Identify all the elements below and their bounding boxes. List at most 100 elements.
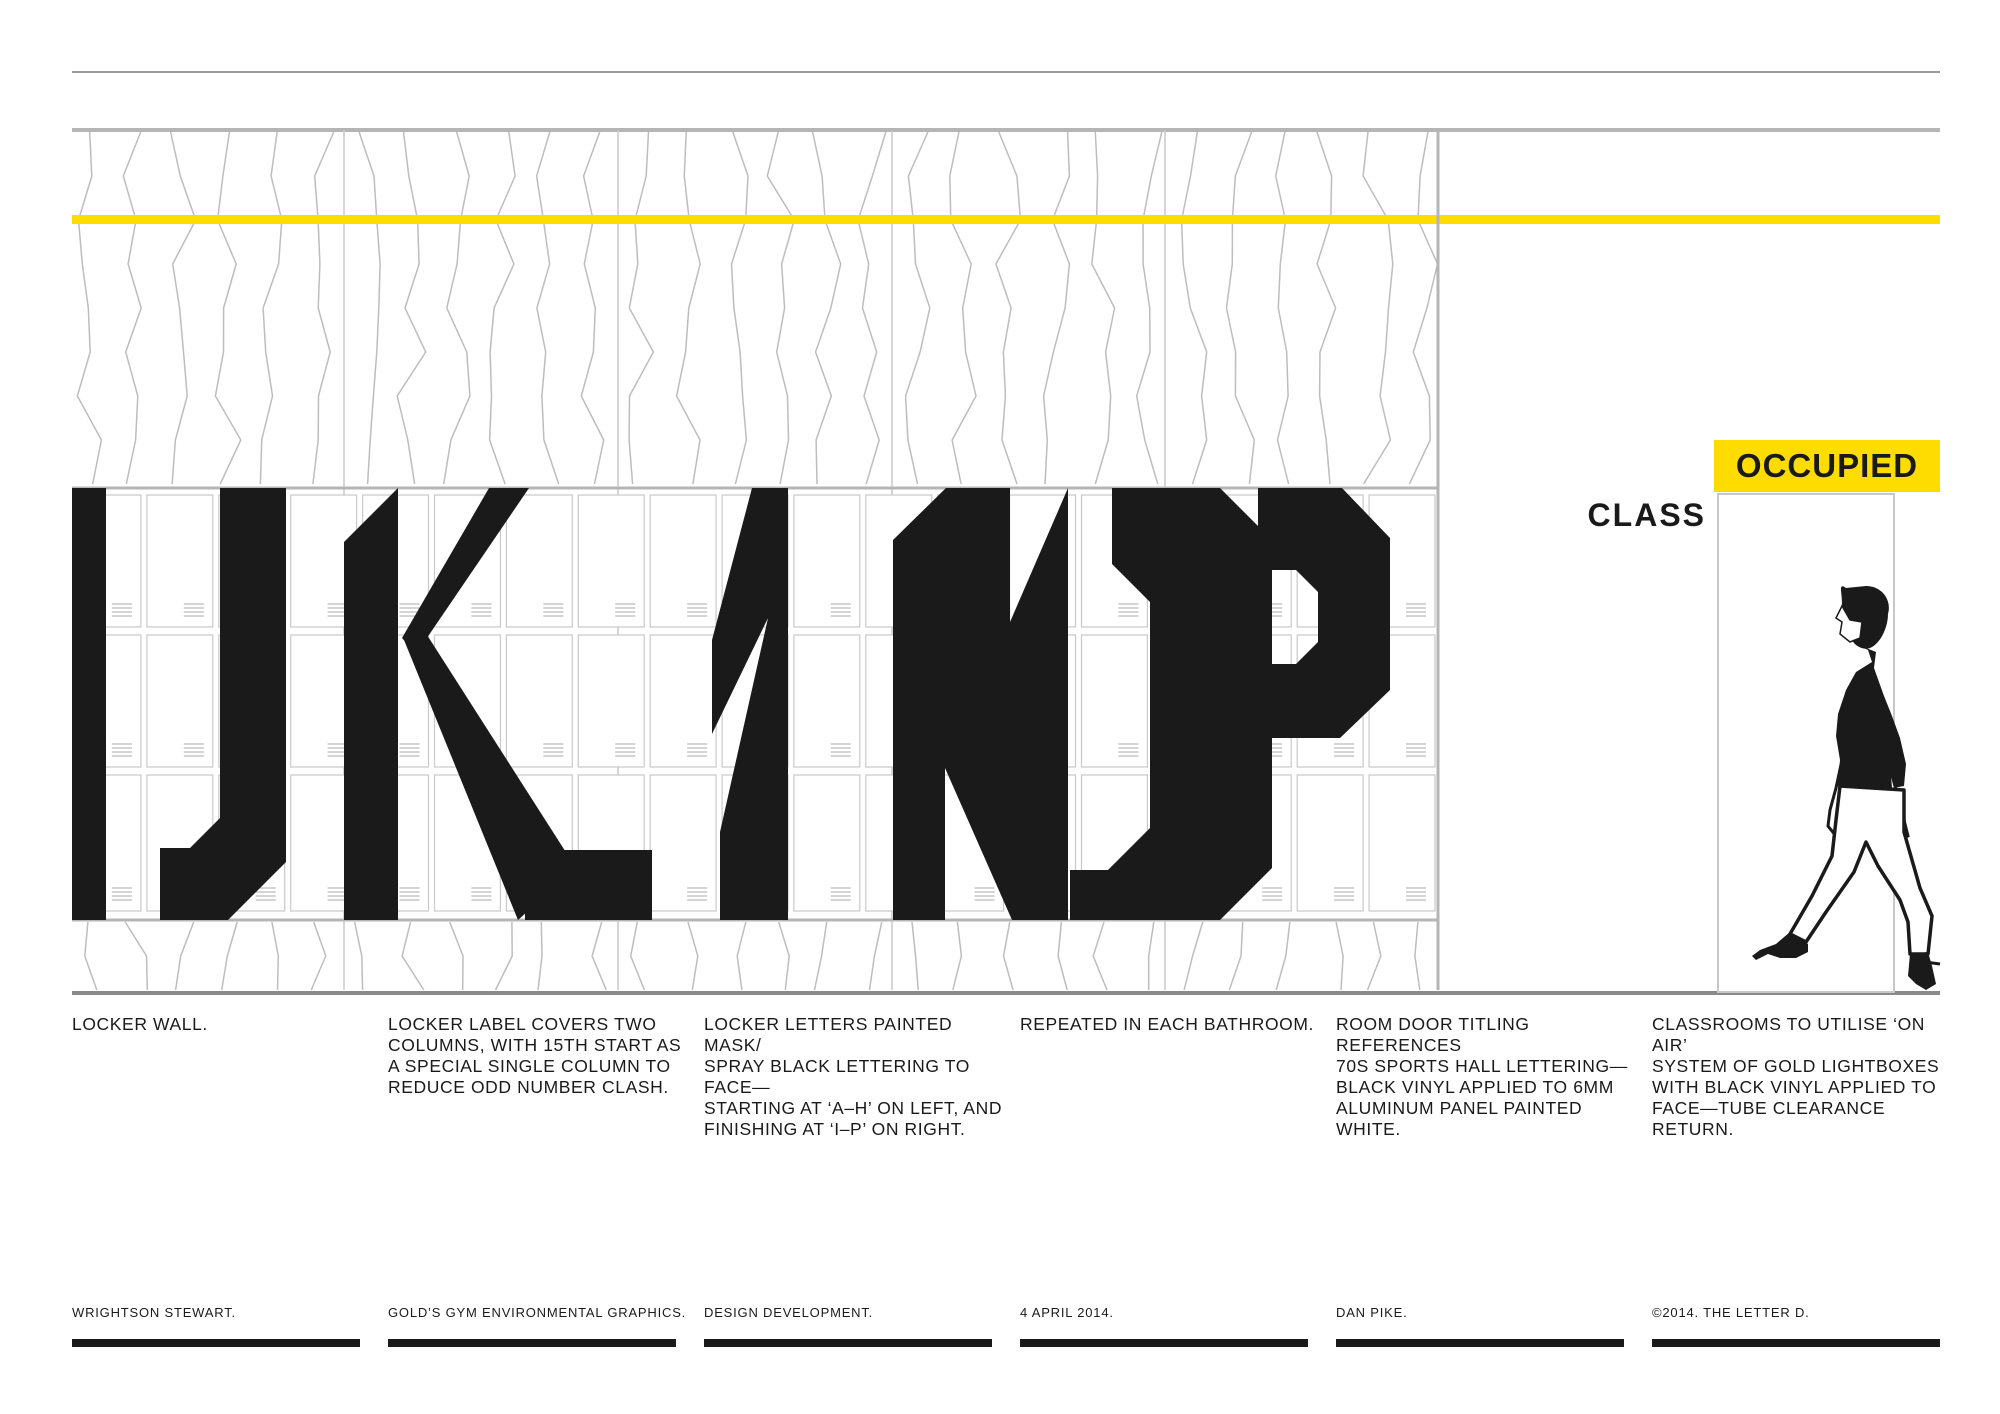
note-repeated: REPEATED IN EACH BATHROOM. (1020, 1014, 1315, 1034)
zigzag-line (124, 921, 149, 991)
zigzag-line (766, 131, 796, 485)
zigzag-line (904, 131, 931, 485)
locker-door (577, 634, 645, 768)
note-locker-label: LOCKER LABEL COVERS TWO COLUMNS, WITH 15… (388, 1014, 682, 1097)
footer-bar (388, 1339, 676, 1347)
zigzag-line (687, 921, 699, 991)
zigzag-line (537, 921, 543, 991)
note-locker-wall: LOCKER WALL. (72, 1014, 208, 1034)
zigzag-line (813, 921, 828, 991)
zigzag-line (1091, 131, 1116, 485)
person-figure (1752, 586, 1941, 990)
zigzag-line (1274, 131, 1290, 485)
zigzag-line (777, 921, 790, 991)
zigzag-line (220, 921, 238, 991)
zigzag-line (1228, 921, 1244, 991)
letter-n (893, 488, 1068, 920)
letter-k-arm (402, 488, 529, 654)
zigzag-line (736, 921, 747, 991)
zigzag-line (1147, 921, 1155, 990)
zigzag-line (952, 921, 963, 991)
letter-k-leg (404, 624, 576, 920)
zigzag-line (1092, 921, 1108, 991)
zigzag-line (1057, 921, 1068, 991)
zigzag-line (122, 131, 142, 485)
zigzag-line (494, 921, 513, 991)
zigzag-line (169, 131, 197, 485)
zigzag-line (1316, 131, 1337, 485)
letter-p (1258, 488, 1390, 738)
locker-door (793, 634, 861, 768)
zigzag-line (1362, 131, 1394, 485)
letter-i (72, 488, 106, 920)
zigzag-line (442, 131, 471, 485)
locker-letters-stencil (72, 488, 1390, 920)
zigzag-line (535, 131, 560, 485)
zigzag-line (358, 131, 381, 485)
zigzag-line (868, 921, 883, 991)
zigzag-line (949, 131, 977, 485)
zigzag-line (449, 921, 464, 991)
footer-bar (1652, 1339, 1940, 1347)
zigzag-line (1366, 921, 1382, 991)
footer-stage: DESIGN DEVELOPMENT. (704, 1305, 874, 1320)
footer-copyright: ©2014. THE LETTER D. (1652, 1305, 1810, 1320)
note-room-door-titling: ROOM DOOR TITLING REFERENCES 70S SPORTS … (1336, 1014, 1628, 1139)
zigzag-line (259, 131, 283, 485)
zigzag-line (1135, 131, 1163, 485)
locker-door (793, 494, 861, 628)
zigzag-line (488, 131, 516, 485)
locker-door (577, 494, 645, 628)
note-locker-letters: LOCKER LETTERS PAINTED MASK/ SPRAY BLACK… (704, 1014, 1003, 1139)
footer-bar (704, 1339, 992, 1347)
letter-k-stem (344, 488, 398, 920)
note-classrooms: CLASSROOMS TO UTILISE ‘ON AIR’ SYSTEM OF… (1652, 1014, 1940, 1139)
zigzag-line (174, 921, 195, 991)
footer-date: 4 APRIL 2014. (1020, 1305, 1114, 1320)
footer-bar (1020, 1339, 1308, 1347)
locker-door (1080, 634, 1149, 768)
acoustic-panel-lines (76, 131, 1439, 991)
occupied-lightbox (1714, 440, 1940, 492)
zigzag-line (1180, 131, 1208, 485)
locker-door (505, 634, 573, 768)
zigzag-line (353, 921, 364, 991)
locker-door (1296, 774, 1364, 912)
zigzag-line (1042, 131, 1071, 485)
letter-l (525, 850, 652, 920)
footer-bar (72, 1339, 360, 1347)
footer-client: WRIGHTSON STEWART. (72, 1305, 236, 1320)
class-title: CLASS (1588, 497, 1706, 533)
zigzag-line (1183, 921, 1204, 991)
zigzag-line (396, 131, 427, 485)
locker-door (505, 494, 573, 628)
zigzag-line (214, 131, 242, 485)
zigzag-line (76, 131, 103, 485)
zigzag-line (1275, 921, 1291, 991)
zigzag-line (312, 131, 335, 485)
yellow-strip (72, 215, 1940, 224)
zigzag-line (1335, 921, 1344, 991)
zigzag-line (628, 131, 655, 485)
letter-o (1070, 488, 1272, 920)
footer-bar (1336, 1339, 1624, 1347)
zigzag-line (1002, 921, 1014, 991)
zigzag-line (730, 131, 749, 485)
zigzag-line (1408, 131, 1439, 485)
locker-door (649, 494, 717, 628)
zigzag-line (995, 131, 1022, 485)
zigzag-line (911, 921, 919, 991)
footer-designer: DAN PIKE. (1336, 1305, 1408, 1320)
locker-door (649, 634, 717, 768)
zigzag-line (580, 131, 605, 485)
zigzag-line (591, 921, 607, 991)
letter-m (712, 488, 788, 920)
zigzag-line (1414, 921, 1421, 991)
locker-door (1368, 774, 1436, 912)
zigzag-line (811, 131, 842, 485)
zigzag-line (271, 921, 280, 991)
locker-door (146, 634, 214, 768)
zigzag-line (857, 131, 887, 485)
zigzag-line (629, 921, 646, 991)
